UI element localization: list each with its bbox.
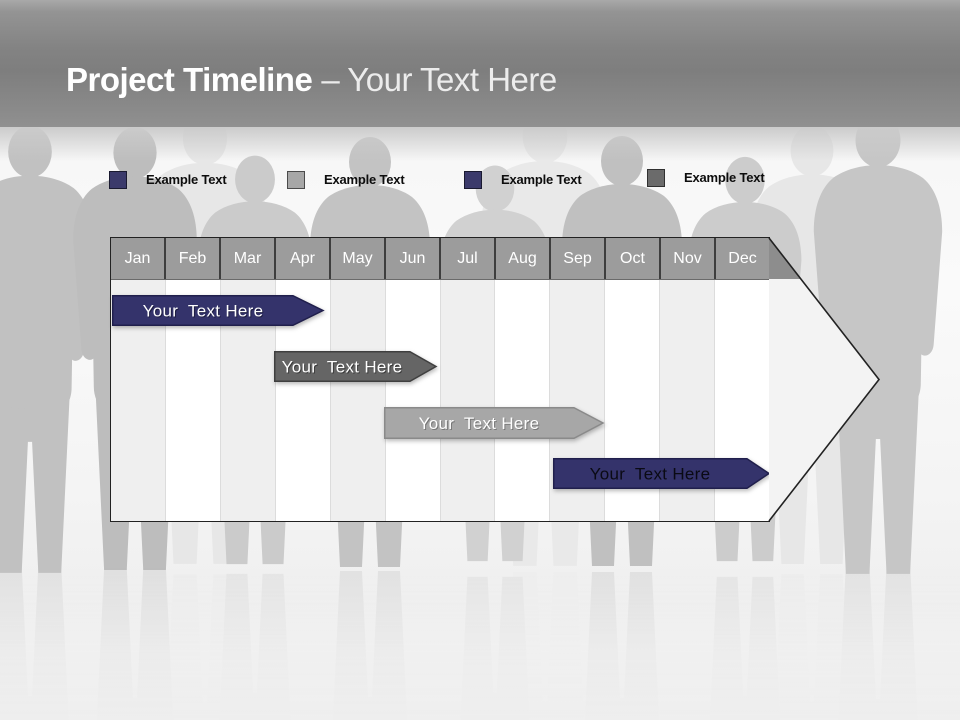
month-column [330,280,386,521]
month-label: Nov [673,249,702,267]
legend-item-2[interactable]: Example Text [287,171,405,189]
bar-label-shadow: Your Text Here [144,302,265,321]
arrow-tip-outline [768,237,881,522]
month-cell-dec: Dec [716,238,769,279]
legend-swatch-3[interactable] [464,171,482,189]
month-column [385,280,441,521]
bar-label[interactable]: Your Text Here [419,414,540,433]
legend-item-1[interactable]: Example Text [109,171,227,189]
legend-label-3[interactable]: Example Text [501,172,582,187]
bar-label[interactable]: Your Text Here [143,301,264,320]
month-cell-apr: Apr [276,238,331,279]
month-label: Jun [399,249,426,267]
legend-item-3[interactable]: Example Text [464,171,582,189]
arrow-tip [768,237,881,522]
slide-title-light[interactable]: – Your Text Here [321,61,557,98]
bar-label-shadow: Your Text Here [283,358,404,377]
legend-label-1[interactable]: Example Text [146,172,227,187]
bar-shape [384,407,605,439]
slide-title[interactable]: Project Timeline– Your Text Here [66,61,557,99]
month-label: Feb [178,249,207,267]
header-band-shadow [0,127,960,161]
month-label: Jul [457,249,478,267]
bar-label[interactable]: Your Text Here [590,464,711,483]
month-cell-oct: Oct [606,238,661,279]
month-label: Mar [233,249,262,267]
month-column [495,280,551,521]
month-cell-feb: Feb [166,238,221,279]
month-cell-may: May [331,238,386,279]
month-label: Jan [124,249,151,267]
timeline-bar-4[interactable]: Your Text Here Your Text Here [553,458,771,489]
month-cell-jan: Jan [111,238,166,279]
arrow-tip-fill [769,238,879,521]
floor-reflection-fade [0,572,960,720]
month-label: May [342,249,373,267]
month-label: Aug [508,249,537,267]
timeline-bar-3[interactable]: Your Text Here Your Text Here [384,407,605,439]
slide-title-bold[interactable]: Project Timeline [66,61,313,98]
legend-item-4[interactable]: Example Text [647,169,765,187]
timeline-bar-2[interactable]: Your Text Here Your Text Here [274,351,438,382]
month-cell-jul: Jul [441,238,496,279]
bar-label-shadow: Your Text Here [420,415,541,434]
bar-shape [274,351,438,382]
month-label: Oct [620,249,645,267]
timeline-bar-1[interactable]: Your Text Here Your Text Here [112,295,325,326]
legend-swatch-4[interactable] [647,169,665,187]
month-label: Dec [728,249,757,267]
month-column [440,280,496,521]
bar-shape [112,295,325,326]
month-cell-sep: Sep [551,238,606,279]
legend-swatch-1[interactable] [109,171,127,189]
month-cell-nov: Nov [661,238,716,279]
timeline-chart: Jan Feb Mar Apr May Jun Jul Aug Sep Oct … [110,237,771,522]
legend-label-2[interactable]: Example Text [324,172,405,187]
month-header-row: Jan Feb Mar Apr May Jun Jul Aug Sep Oct … [111,238,769,280]
legend-swatch-2[interactable] [287,171,305,189]
month-label: Sep [563,249,592,267]
month-cell-mar: Mar [221,238,276,279]
header-band [0,0,960,127]
bar-shape [553,458,771,489]
month-label: Apr [290,249,315,267]
month-cell-jun: Jun [386,238,441,279]
month-cell-aug: Aug [496,238,551,279]
bar-label[interactable]: Your Text Here [282,357,403,376]
legend-label-4[interactable]: Example Text [684,170,765,185]
